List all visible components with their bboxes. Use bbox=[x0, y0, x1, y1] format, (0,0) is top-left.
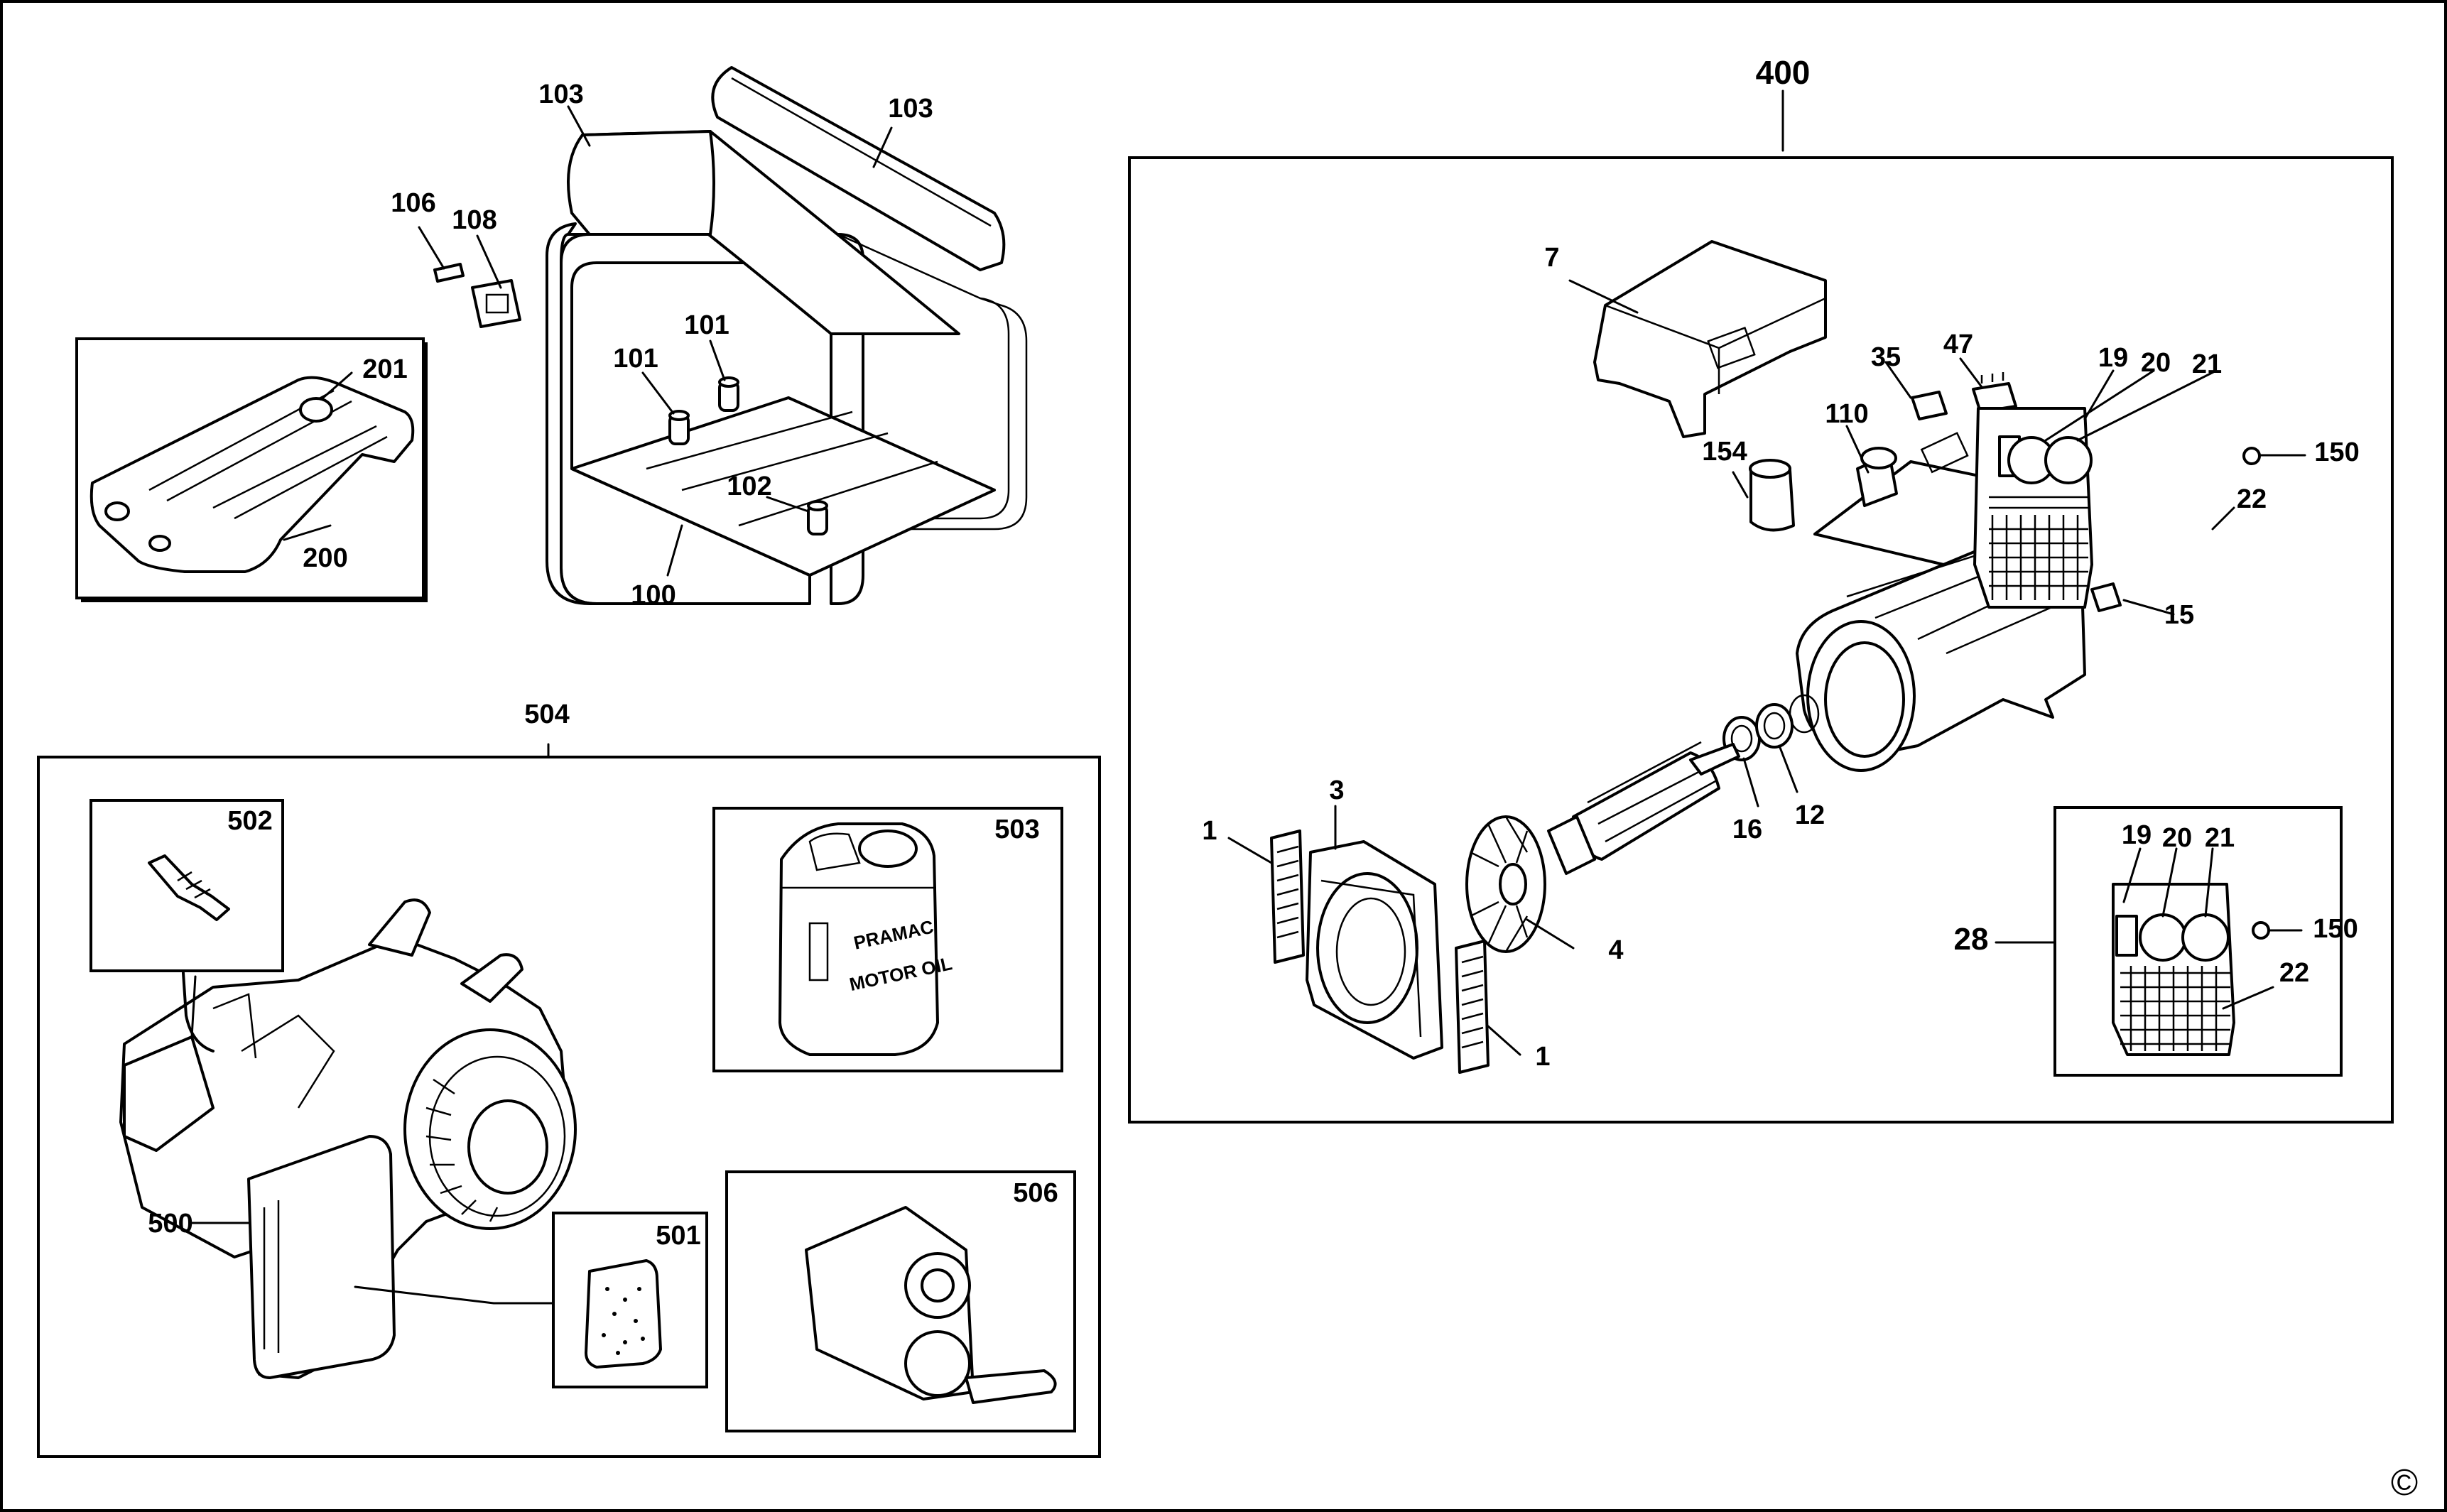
alternator-box bbox=[1128, 156, 2394, 1124]
callout-16: 16 bbox=[1732, 815, 1762, 844]
callout-506: 506 bbox=[1013, 1178, 1058, 1208]
callout-400: 400 bbox=[1756, 54, 1811, 91]
callout-21-bottom: 21 bbox=[2205, 823, 2235, 853]
callout-1-left: 1 bbox=[1202, 816, 1217, 846]
leader-lines bbox=[190, 89, 2306, 1305]
callout-504: 504 bbox=[524, 700, 569, 729]
callout-102: 102 bbox=[727, 472, 771, 501]
callout-47: 47 bbox=[1943, 330, 1973, 359]
callout-22-bottom: 22 bbox=[2279, 958, 2309, 988]
engine-box: PRAMAC MOTOR OIL bbox=[37, 756, 1101, 1458]
callout-15: 15 bbox=[2164, 600, 2194, 630]
frame-assembly bbox=[433, 66, 1028, 605]
callout-154: 154 bbox=[1702, 437, 1747, 467]
callout-150-top: 150 bbox=[2314, 437, 2359, 467]
callout-106: 106 bbox=[391, 188, 435, 218]
callout-22-top: 22 bbox=[2237, 484, 2267, 514]
callout-35: 35 bbox=[1871, 342, 1901, 372]
callout-103-left: 103 bbox=[538, 80, 583, 109]
callout-3: 3 bbox=[1329, 776, 1344, 805]
callout-500: 500 bbox=[148, 1209, 192, 1239]
filter-dots bbox=[602, 1287, 645, 1355]
callout-100: 100 bbox=[631, 580, 675, 610]
callout-21-top: 21 bbox=[2192, 349, 2222, 379]
callout-501: 501 bbox=[656, 1221, 700, 1251]
callout-200: 200 bbox=[303, 543, 347, 573]
rubber-mount bbox=[668, 376, 828, 535]
callout-201: 201 bbox=[362, 354, 407, 384]
callout-503: 503 bbox=[994, 815, 1039, 844]
tank-box bbox=[75, 337, 428, 602]
callout-labels: 400 504 103 103 106 108 101 101 102 100 … bbox=[148, 54, 2359, 1251]
copyright-mark: © bbox=[2391, 1462, 2418, 1503]
callout-108: 108 bbox=[452, 205, 497, 235]
vent-grid-a bbox=[1989, 515, 2088, 600]
callout-19-bottom: 19 bbox=[2122, 820, 2152, 850]
callout-20-bottom: 20 bbox=[2162, 823, 2192, 853]
vent-grid-b bbox=[2120, 966, 2230, 1051]
callout-12: 12 bbox=[1795, 800, 1825, 830]
callout-110: 110 bbox=[1825, 399, 1868, 429]
callout-103-right: 103 bbox=[888, 94, 933, 124]
callout-19-top: 19 bbox=[2098, 343, 2128, 373]
callout-4: 4 bbox=[1608, 935, 1623, 965]
callout-28: 28 bbox=[1954, 922, 1989, 957]
fan-blades bbox=[1470, 816, 1529, 952]
callout-101-right: 101 bbox=[684, 310, 729, 340]
callout-101-left: 101 bbox=[613, 344, 658, 374]
callout-1-right: 1 bbox=[1535, 1042, 1550, 1072]
callout-150-bottom: 150 bbox=[2313, 914, 2358, 944]
callout-20-top: 20 bbox=[2141, 348, 2171, 378]
callout-7: 7 bbox=[1544, 243, 1559, 273]
callout-502: 502 bbox=[227, 806, 272, 836]
